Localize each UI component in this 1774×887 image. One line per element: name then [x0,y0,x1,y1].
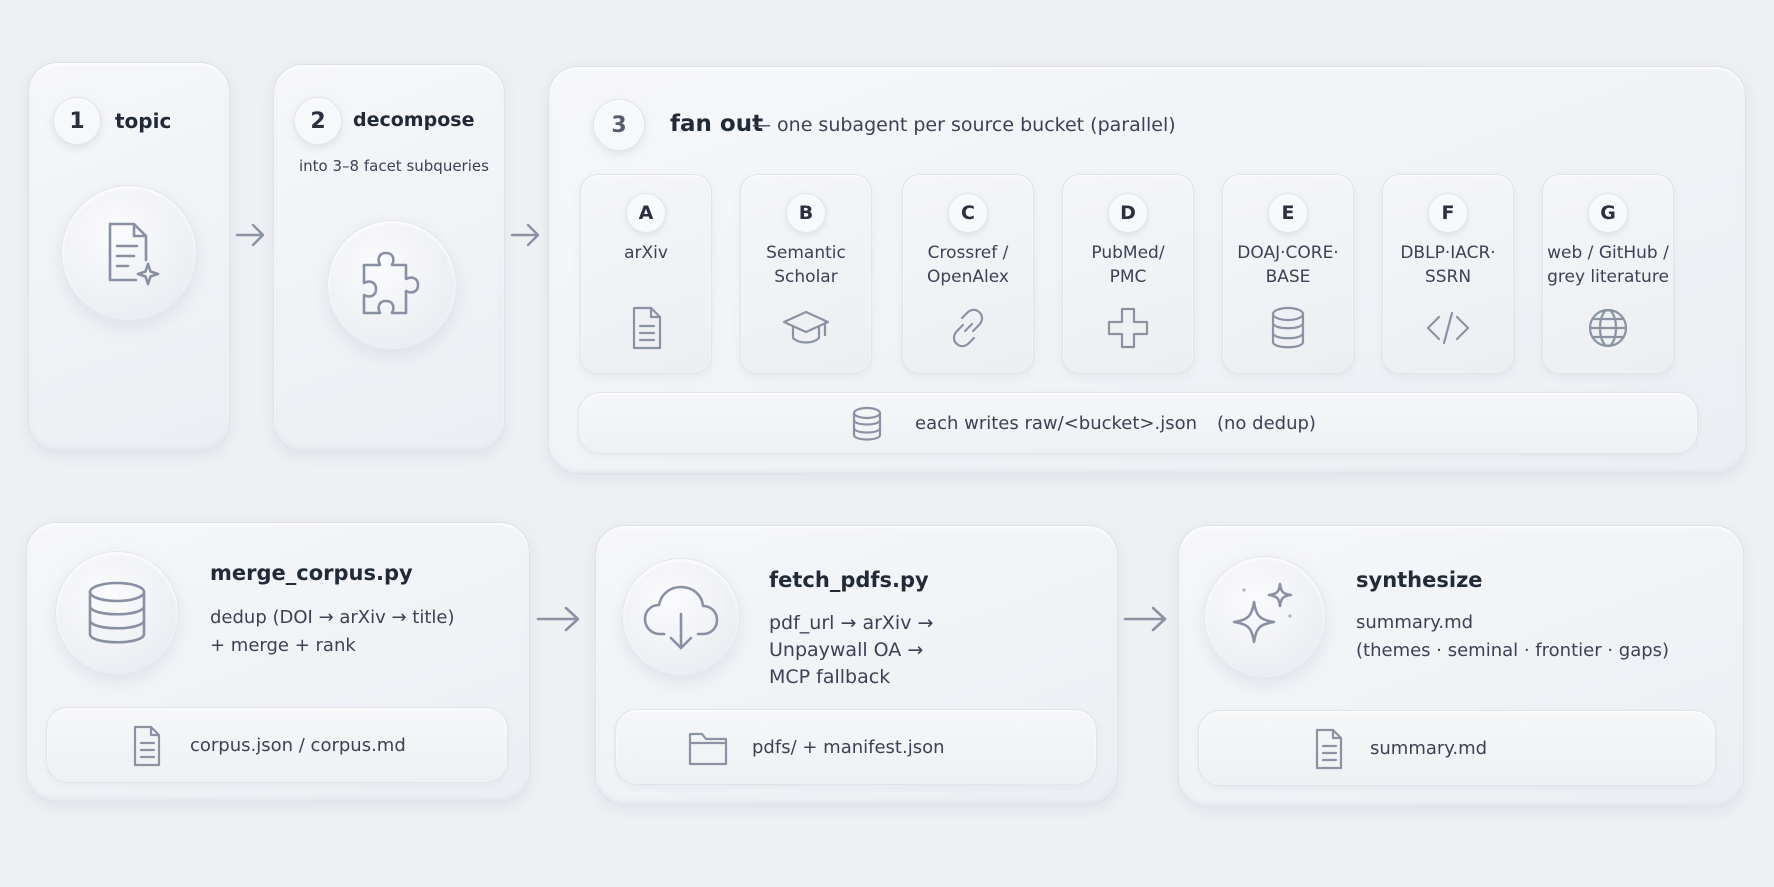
bucket-label: DOAJ·CORE·BASE [1237,243,1339,287]
source-bucket-doaj-core-base: E DOAJ·CORE·BASE [1222,174,1354,374]
document-icon [632,306,662,350]
fetch-line-2: Unpaywall OA → [769,639,924,661]
step-title: fan out [670,111,764,137]
medical-cross-icon [1107,307,1149,349]
arrow-right-icon [536,606,580,632]
arrow-right-icon [235,223,265,247]
fetch-line-3: MCP fallback [769,666,891,688]
database-icon [1271,306,1305,349]
source-bucket-crossref-openalex: C Crossref /OpenAlex [902,174,1034,374]
merge-line-1: dedup (DOI → arXiv → title) [210,607,455,628]
merge-output-strip: corpus.json / corpus.md [46,707,508,783]
step-title: decompose [353,109,475,131]
bucket-label: DBLP·IACR·SSRN [1400,243,1496,287]
synthesize-card: synthesize summary.md (themes · seminal … [1178,525,1744,807]
bucket-letter: F [1428,193,1468,233]
document-icon [133,725,161,767]
folder-icon [688,732,728,766]
merge-corpus-card: merge_corpus.py dedup (DOI → arXiv → tit… [26,522,530,802]
source-bucket-dblp-iacr-ssrn: F DBLP·IACR·SSRN [1382,174,1514,374]
fanout-output-text: each writes raw/<bucket>.json [915,413,1198,434]
step-title: topic [115,109,172,133]
step-decompose-card: 2 decompose into 3–8 facet subqueries [273,64,505,452]
synth-title: synthesize [1356,568,1483,592]
merge-icon-orb [55,551,179,675]
merge-line-2: + merge + rank [210,635,356,656]
bucket-letter: A [626,193,666,233]
database-icon [88,581,146,644]
synth-line-1: summary.md [1356,612,1474,633]
globe-icon [1588,308,1628,348]
topic-icon-orb [61,185,197,321]
bucket-letter: C [948,193,988,233]
bucket-letter: D [1108,193,1148,233]
synth-icon-orb [1204,556,1326,678]
step-number-badge: 3 [593,99,645,151]
fetch-output-strip: pdfs/ + manifest.json [615,709,1097,785]
cloud-download-icon [643,585,719,650]
document-icon [1315,728,1343,770]
fetch-pdfs-card: fetch_pdfs.py pdf_url → arXiv → Unpaywal… [595,525,1118,805]
arrow-right-icon [1123,606,1167,632]
fanout-output-strip: each writes raw/<bucket>.json (no dedup) [578,392,1698,454]
source-bucket-pubmed-pmc: D PubMed/PMC [1062,174,1194,374]
bucket-letter: G [1588,193,1628,233]
step-number-badge: 2 [294,97,342,145]
synth-output-strip: summary.md [1198,710,1716,786]
bucket-label: Crossref /OpenAlex [927,243,1009,287]
puzzle-icon [362,251,420,315]
bucket-letter: E [1268,193,1308,233]
step-subtitle: — one subagent per source bucket (parall… [752,114,1176,136]
synth-output-text: summary.md [1370,738,1488,759]
step-subtitle: into 3–8 facet subqueries [299,157,489,175]
fanout-output-note: (no dedup) [1217,413,1316,434]
document-sparkle-icon [108,222,160,286]
fetch-icon-orb [622,558,740,676]
merge-output-text: corpus.json / corpus.md [190,735,406,756]
merge-title: merge_corpus.py [210,561,413,585]
bucket-letter: B [786,193,826,233]
bucket-label: web / GitHub /grey literature [1547,243,1669,287]
link-icon [952,308,984,348]
database-icon [852,406,882,441]
synth-line-2: (themes · seminal · frontier · gaps) [1356,640,1670,661]
arrow-right-icon [510,223,540,247]
decompose-icon-orb [327,220,457,350]
sparkles-icon [1232,582,1293,644]
fetch-output-text: pdfs/ + manifest.json [752,737,945,758]
fetch-title: fetch_pdfs.py [769,568,929,592]
code-icon [1426,311,1470,345]
fetch-line-1: pdf_url → arXiv → [769,612,934,634]
bucket-label: PubMed/PMC [1091,243,1165,287]
graduation-cap-icon [782,310,830,344]
source-bucket-arxiv: A arXiv [580,174,712,374]
step-topic-card: 1 topic [28,62,230,452]
bucket-label: arXiv [624,243,668,263]
step-number-badge: 1 [53,97,101,145]
source-bucket-web-github-grey: G web / GitHub /grey literature [1542,174,1674,374]
